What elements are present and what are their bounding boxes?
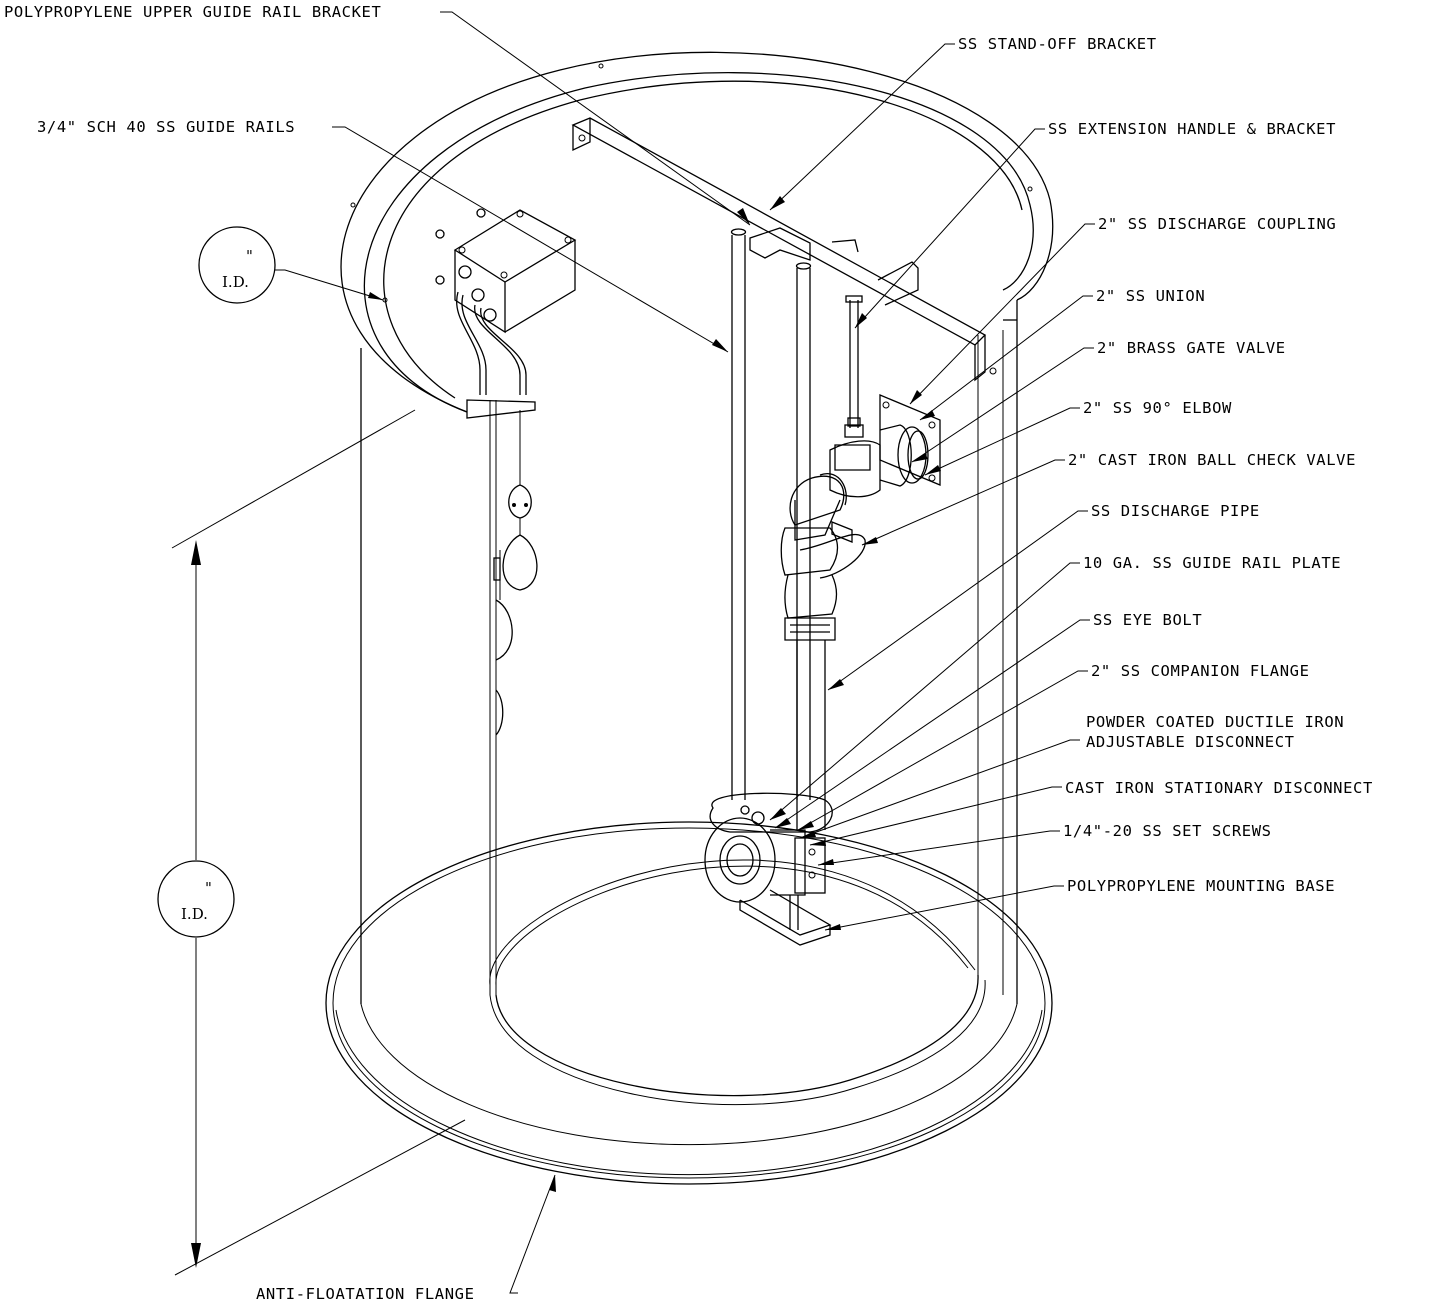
height-id-bubble: " I.D. [157, 860, 235, 938]
callout-set-screws: 1/4"-20 SS SET SCREWS [1063, 822, 1272, 840]
basin-wall [360, 300, 1018, 1004]
height-id-mark: " [205, 879, 212, 897]
callout-mounting-base: POLYPROPYLENE MOUNTING BASE [1067, 877, 1335, 895]
callout-stationary-disconnect: CAST IRON STATIONARY DISCONNECT [1065, 779, 1373, 797]
callout-companion-flange: 2" SS COMPANION FLANGE [1091, 662, 1310, 680]
callout-adjustable-disconnect-line2: ADJUSTABLE DISCONNECT [1086, 733, 1295, 751]
callout-extension-handle: SS EXTENSION HANDLE & BRACKET [1048, 120, 1336, 138]
basin-top-flange [340, 51, 1054, 419]
callout-union: 2" SS UNION [1096, 287, 1205, 305]
callout-upper-bracket: POLYPROPYLENE UPPER GUIDE RAIL BRACKET [4, 3, 381, 21]
basin-bottom-flange [325, 821, 1053, 1185]
callout-elbow: 2" SS 90° ELBOW [1083, 399, 1232, 417]
callout-check-valve: 2" CAST IRON BALL CHECK VALVE [1068, 451, 1356, 469]
callout-rail-plate: 10 GA. SS GUIDE RAIL PLATE [1083, 554, 1341, 572]
callout-anti-flotation: ANTI-FLOATATION FLANGE [256, 1285, 475, 1303]
callout-gate-valve: 2" BRASS GATE VALVE [1097, 339, 1286, 357]
junction-box [435, 208, 577, 395]
arrowheads [368, 196, 941, 1192]
height-id-label: I.D. [181, 905, 208, 923]
callout-guide-rails: 3/4" SCH 40 SS GUIDE RAILS [37, 118, 295, 136]
top-id-mark: " [246, 247, 253, 265]
height-dimension [171, 409, 466, 1276]
top-id-bubble: " I.D. [198, 226, 276, 304]
float-switches [493, 410, 538, 736]
callout-labels: POLYPROPYLENE UPPER GUIDE RAIL BRACKET S… [4, 3, 1373, 1303]
callout-discharge-coupling: 2" SS DISCHARGE COUPLING [1098, 215, 1336, 233]
guide-rails [730, 228, 812, 800]
callout-discharge-pipe: SS DISCHARGE PIPE [1091, 502, 1260, 520]
upper-bracket [571, 117, 997, 382]
leader-lines [275, 11, 1095, 1294]
base-assembly [704, 792, 833, 946]
callout-adjustable-disconnect-line1: POWDER COATED DUCTILE IRON [1086, 713, 1344, 731]
callout-eye-bolt: SS EYE BOLT [1093, 611, 1202, 629]
top-id-label: I.D. [222, 273, 249, 291]
basin-floor [489, 859, 986, 1106]
callout-standoff: SS STAND-OFF BRACKET [958, 35, 1157, 53]
extension-handle [844, 295, 864, 438]
